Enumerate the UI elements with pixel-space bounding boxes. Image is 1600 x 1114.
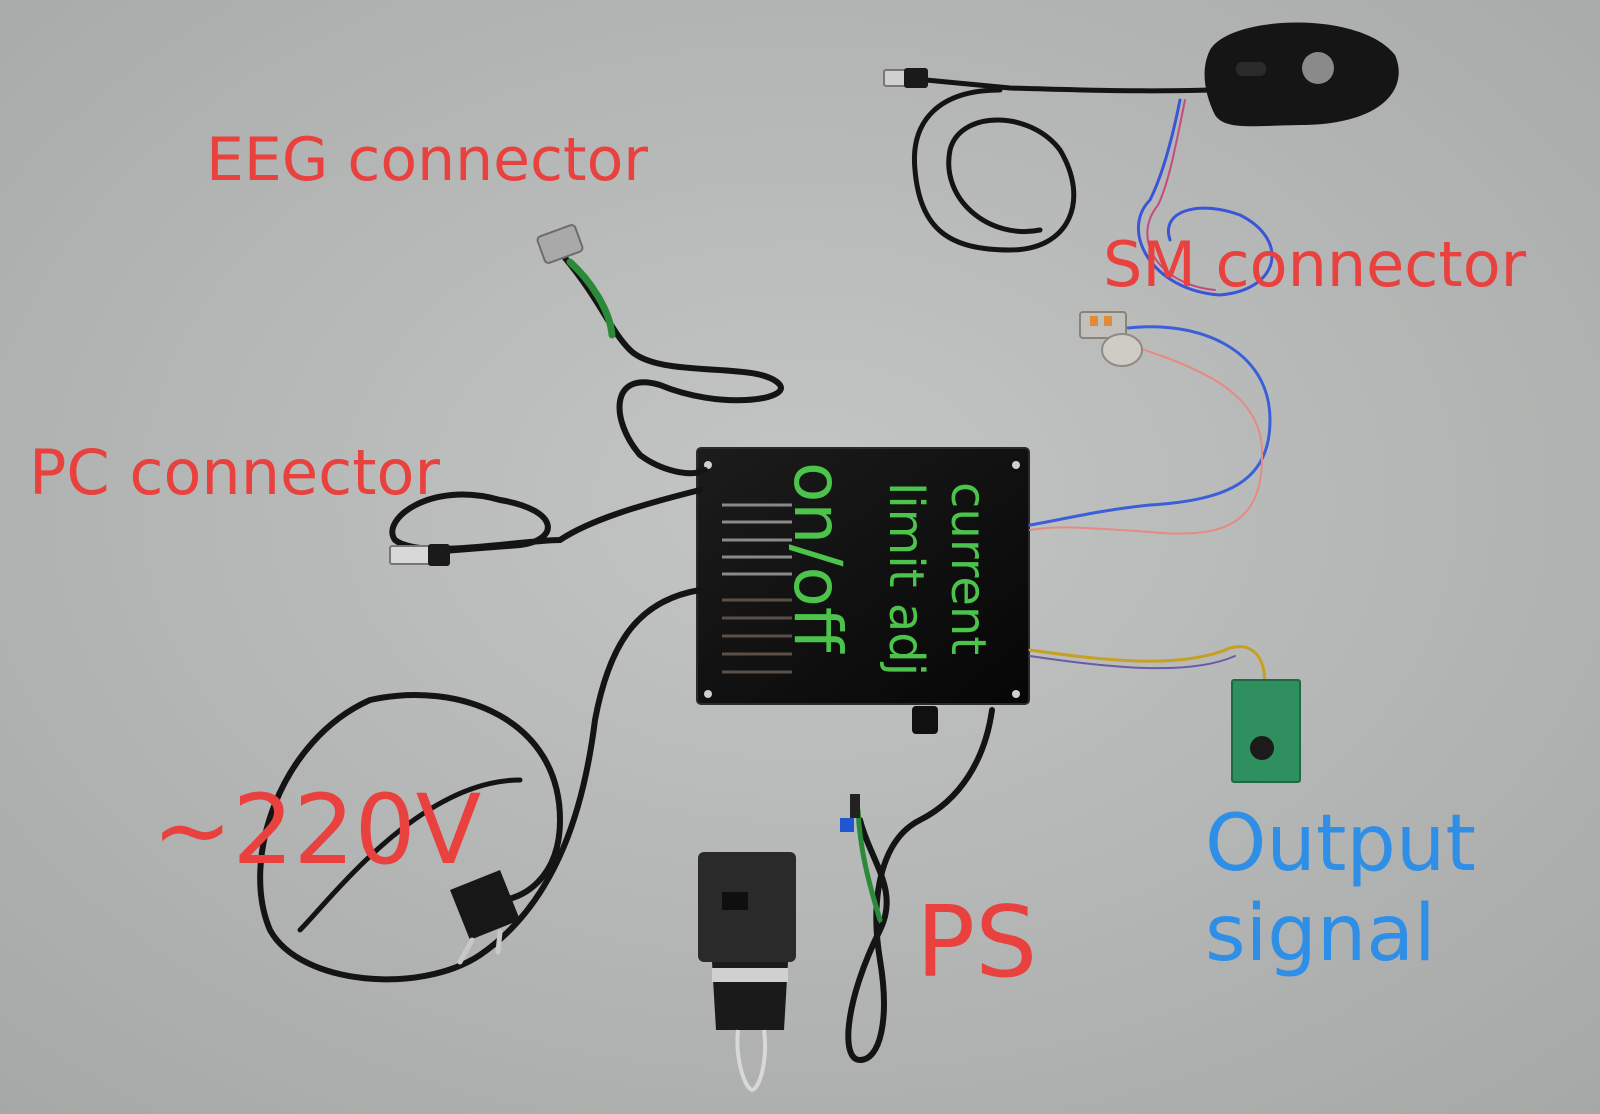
pc-usb-plug [389,544,450,566]
output-signal-label: Output signal [1205,799,1476,979]
box-on-off-label: on/off [779,462,856,653]
box-limit-adj-label: limit adj [878,482,934,677]
stimulator-device-box [696,447,1030,705]
sm-connector-label: SM connector [1103,228,1527,301]
output-signal-line1: Output [1205,799,1476,889]
computer-mouse [1204,22,1399,127]
box-current-label: current [940,482,996,656]
mains-plug [450,870,520,965]
output-signal-line2: signal [1205,888,1436,979]
vent-slots [722,503,792,674]
colored-wires [566,98,1274,923]
cables [257,75,1213,1064]
ps-sensor-probe [840,794,860,832]
pc-connector-label: PC connector [29,436,440,509]
mouse-usb-plug [883,68,928,88]
output-pcb-board [1231,679,1301,783]
eeg-connector-label: EEG connector [206,125,648,195]
eeg-connector-plug [536,224,584,264]
current-adjust-knob [912,706,938,734]
ps-label: PS [916,886,1038,1000]
mains-voltage-label: ~220V [152,774,482,886]
electrode-clip [698,852,796,1093]
wago-terminal-block [1079,311,1143,367]
